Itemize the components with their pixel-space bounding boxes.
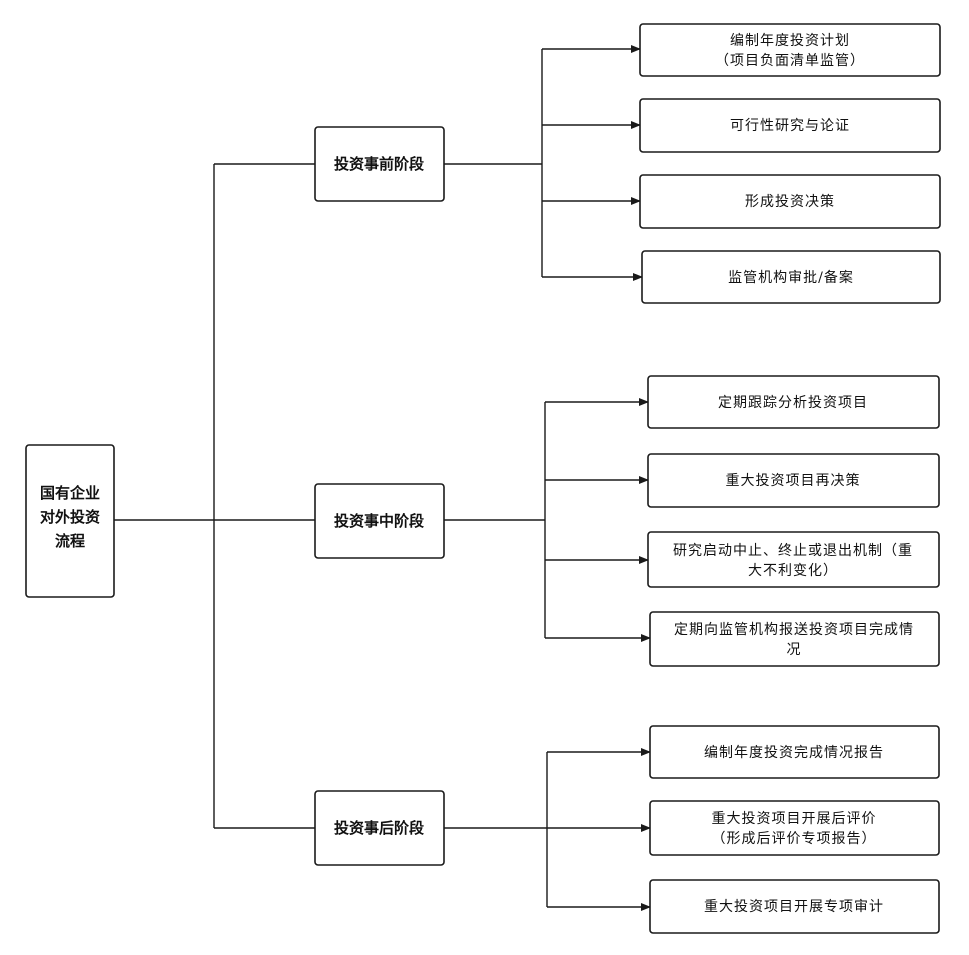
stage-title: 投资事前阶段 [334, 155, 424, 173]
leaf-label: 编制年度投资完成情况报告 [704, 745, 884, 761]
leaf-node: 监管机构审批/备案 [641, 250, 941, 304]
leaf-label-line-1: 编制年度投资计划 [730, 33, 850, 49]
leaf-node: 可行性研究与论证 [639, 98, 941, 153]
leaf-label: 重大投资项目开展专项审计 [704, 899, 884, 915]
leaf-label-line-2: 况 [787, 642, 802, 658]
leaf-label-line-1: 研究启动中止、终止或退出机制（重 [673, 543, 913, 559]
leaf-node: 编制年度投资计划 （项目负面清单监管） [639, 23, 941, 77]
connectors [114, 45, 651, 911]
leaf-label: 重大投资项目再决策 [726, 472, 861, 489]
leaf-node: 形成投资决策 [639, 174, 941, 229]
leaf-node: 重大投资项目开展后评价 （形成后评价专项报告） [649, 800, 940, 856]
stage-title: 投资事中阶段 [334, 512, 424, 530]
root-node: 国有企业 对外投资 流程 [25, 444, 115, 598]
stage-title: 投资事后阶段 [334, 819, 424, 837]
leaf-label-line-2: （项目负面清单监管） [715, 53, 865, 69]
leaf-label-line-1: 重大投资项目开展后评价 [712, 811, 877, 827]
leaf-node: 研究启动中止、终止或退出机制（重 大不利变化） [647, 531, 940, 588]
leaf-node: 重大投资项目再决策 [647, 453, 940, 508]
stage-node-before: 投资事前阶段 [314, 126, 445, 202]
leaf-label: 定期跟踪分析投资项目 [718, 395, 868, 411]
leaf-node: 重大投资项目开展专项审计 [649, 879, 940, 934]
leaf-node: 编制年度投资完成情况报告 [649, 725, 940, 779]
leaf-label: 监管机构审批/备案 [728, 269, 854, 286]
leaf-label-line-2: 大不利变化） [748, 563, 838, 579]
leaf-node: 定期向监管机构报送投资项目完成情 况 [649, 611, 940, 667]
leaf-label: 可行性研究与论证 [730, 118, 850, 134]
leaf-label: 形成投资决策 [745, 193, 835, 210]
root-label-line-3: 流程 [55, 532, 85, 550]
root-label-line-1: 国有企业 [40, 484, 100, 502]
leaf-node: 定期跟踪分析投资项目 [647, 375, 940, 429]
leaf-label-line-2: （形成后评价专项报告） [712, 831, 877, 847]
stage-node-during: 投资事中阶段 [314, 483, 445, 559]
stage-node-after: 投资事后阶段 [314, 790, 445, 866]
root-label-line-2: 对外投资 [40, 508, 100, 526]
leaf-label-line-1: 定期向监管机构报送投资项目完成情 [674, 622, 914, 638]
